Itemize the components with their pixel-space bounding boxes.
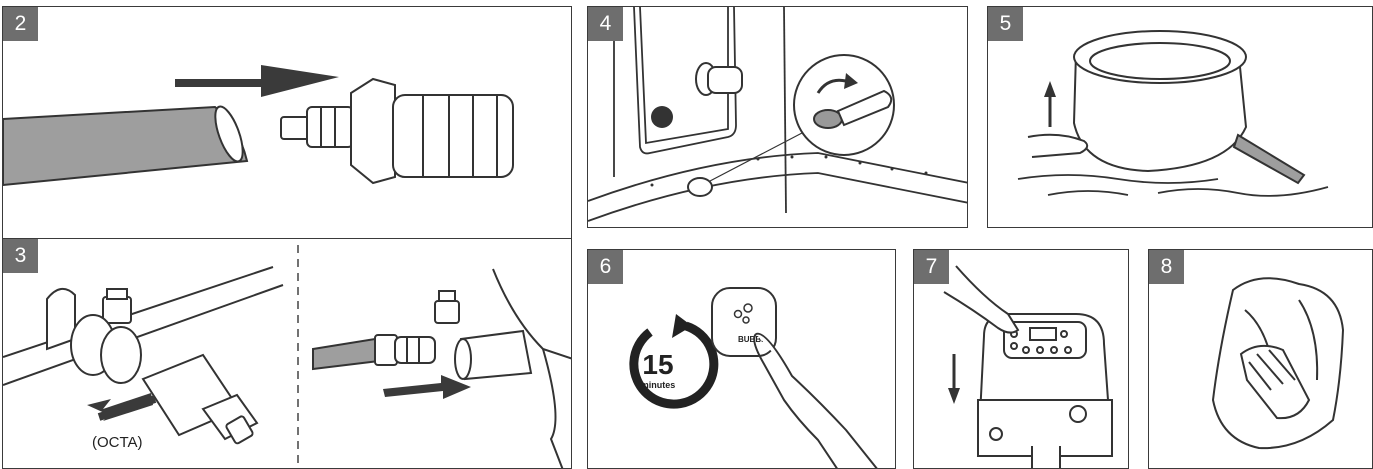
step-3-panel: 3 (2, 238, 572, 469)
right-arrow-icon (175, 65, 339, 97)
vent-icon (651, 106, 673, 128)
step-number-badge: 6 (588, 250, 623, 284)
step-number-badge: 4 (588, 7, 623, 41)
step-number-badge: 7 (914, 250, 949, 284)
step-8-panel: 8 (1148, 249, 1373, 469)
step-number-badge: 8 (1149, 250, 1184, 284)
timer-value: 15 (642, 349, 673, 380)
drain-plug-illustration (588, 7, 968, 228)
right-arrow-icon (383, 375, 471, 399)
drain-plug-icon (688, 178, 712, 196)
hose-connector-illustration (3, 7, 572, 240)
step-number-badge: 3 (3, 239, 38, 273)
hand-icon (756, 334, 878, 469)
step-4-panel: 4 (587, 6, 968, 228)
bubble-button-illustration: 15 minutes BUBBL (588, 250, 896, 469)
step-number-badge: 5 (988, 7, 1023, 41)
step-2-panel: 2 (2, 6, 572, 240)
step-5-panel: 5 (987, 6, 1373, 228)
step-6-panel: 6 15 minutes BUBBL (587, 249, 896, 469)
valve-connection-illustration (3, 239, 572, 469)
step-number-badge: 2 (3, 7, 38, 41)
down-arrow-icon (948, 388, 960, 404)
step-7-panel: 7 (913, 249, 1129, 469)
connector-icon (281, 79, 513, 183)
valve-caption: (OCTA) (92, 434, 143, 451)
up-arrow-icon (1044, 81, 1056, 97)
hand-icon (944, 266, 1018, 333)
valve-icon (696, 63, 742, 95)
hose-icon (3, 107, 247, 185)
timer-unit: minutes (641, 380, 676, 390)
lift-spa-illustration (988, 7, 1373, 228)
